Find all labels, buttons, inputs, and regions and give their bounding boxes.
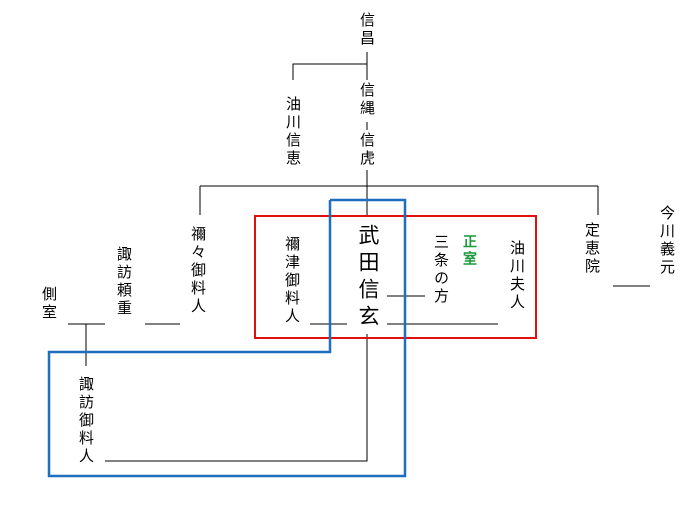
name-aburakawa-fujin: 油川夫人 (508, 240, 526, 312)
label-seishitsu: 正室 (461, 234, 477, 268)
name-nobutsuna: 信縄 (358, 82, 376, 118)
name-imagawa-yoshimoto: 今川義元 (658, 205, 676, 277)
red-highlight-box (254, 215, 537, 339)
name-suwa-goryonin: 諏訪御料人 (77, 376, 95, 466)
family-lines (68, 52, 650, 462)
name-jokeiin: 定恵院 (583, 222, 601, 276)
name-sokushitsu: 側室 (40, 286, 58, 322)
name-neneju-goryonin: 禰津御料人 (283, 236, 301, 326)
name-suwa-yorishige: 諏訪頼重 (115, 246, 133, 318)
name-nobumasa: 信昌 (358, 12, 376, 48)
name-aburakawa-nobuyoshi: 油川信恵 (284, 96, 302, 168)
name-nene-goryonin: 禰々御料人 (189, 226, 207, 316)
line-branch-aburakawa-nobuyoshi (292, 63, 367, 80)
name-nobutora: 信虎 (358, 132, 376, 168)
blue-highlight-outline (47, 198, 407, 478)
name-takeda-shingen: 武田信玄 (356, 224, 380, 332)
line-shingen-suwa-goryonin (105, 334, 368, 462)
name-sanjo-no-kata: 三条の方 (432, 234, 450, 306)
